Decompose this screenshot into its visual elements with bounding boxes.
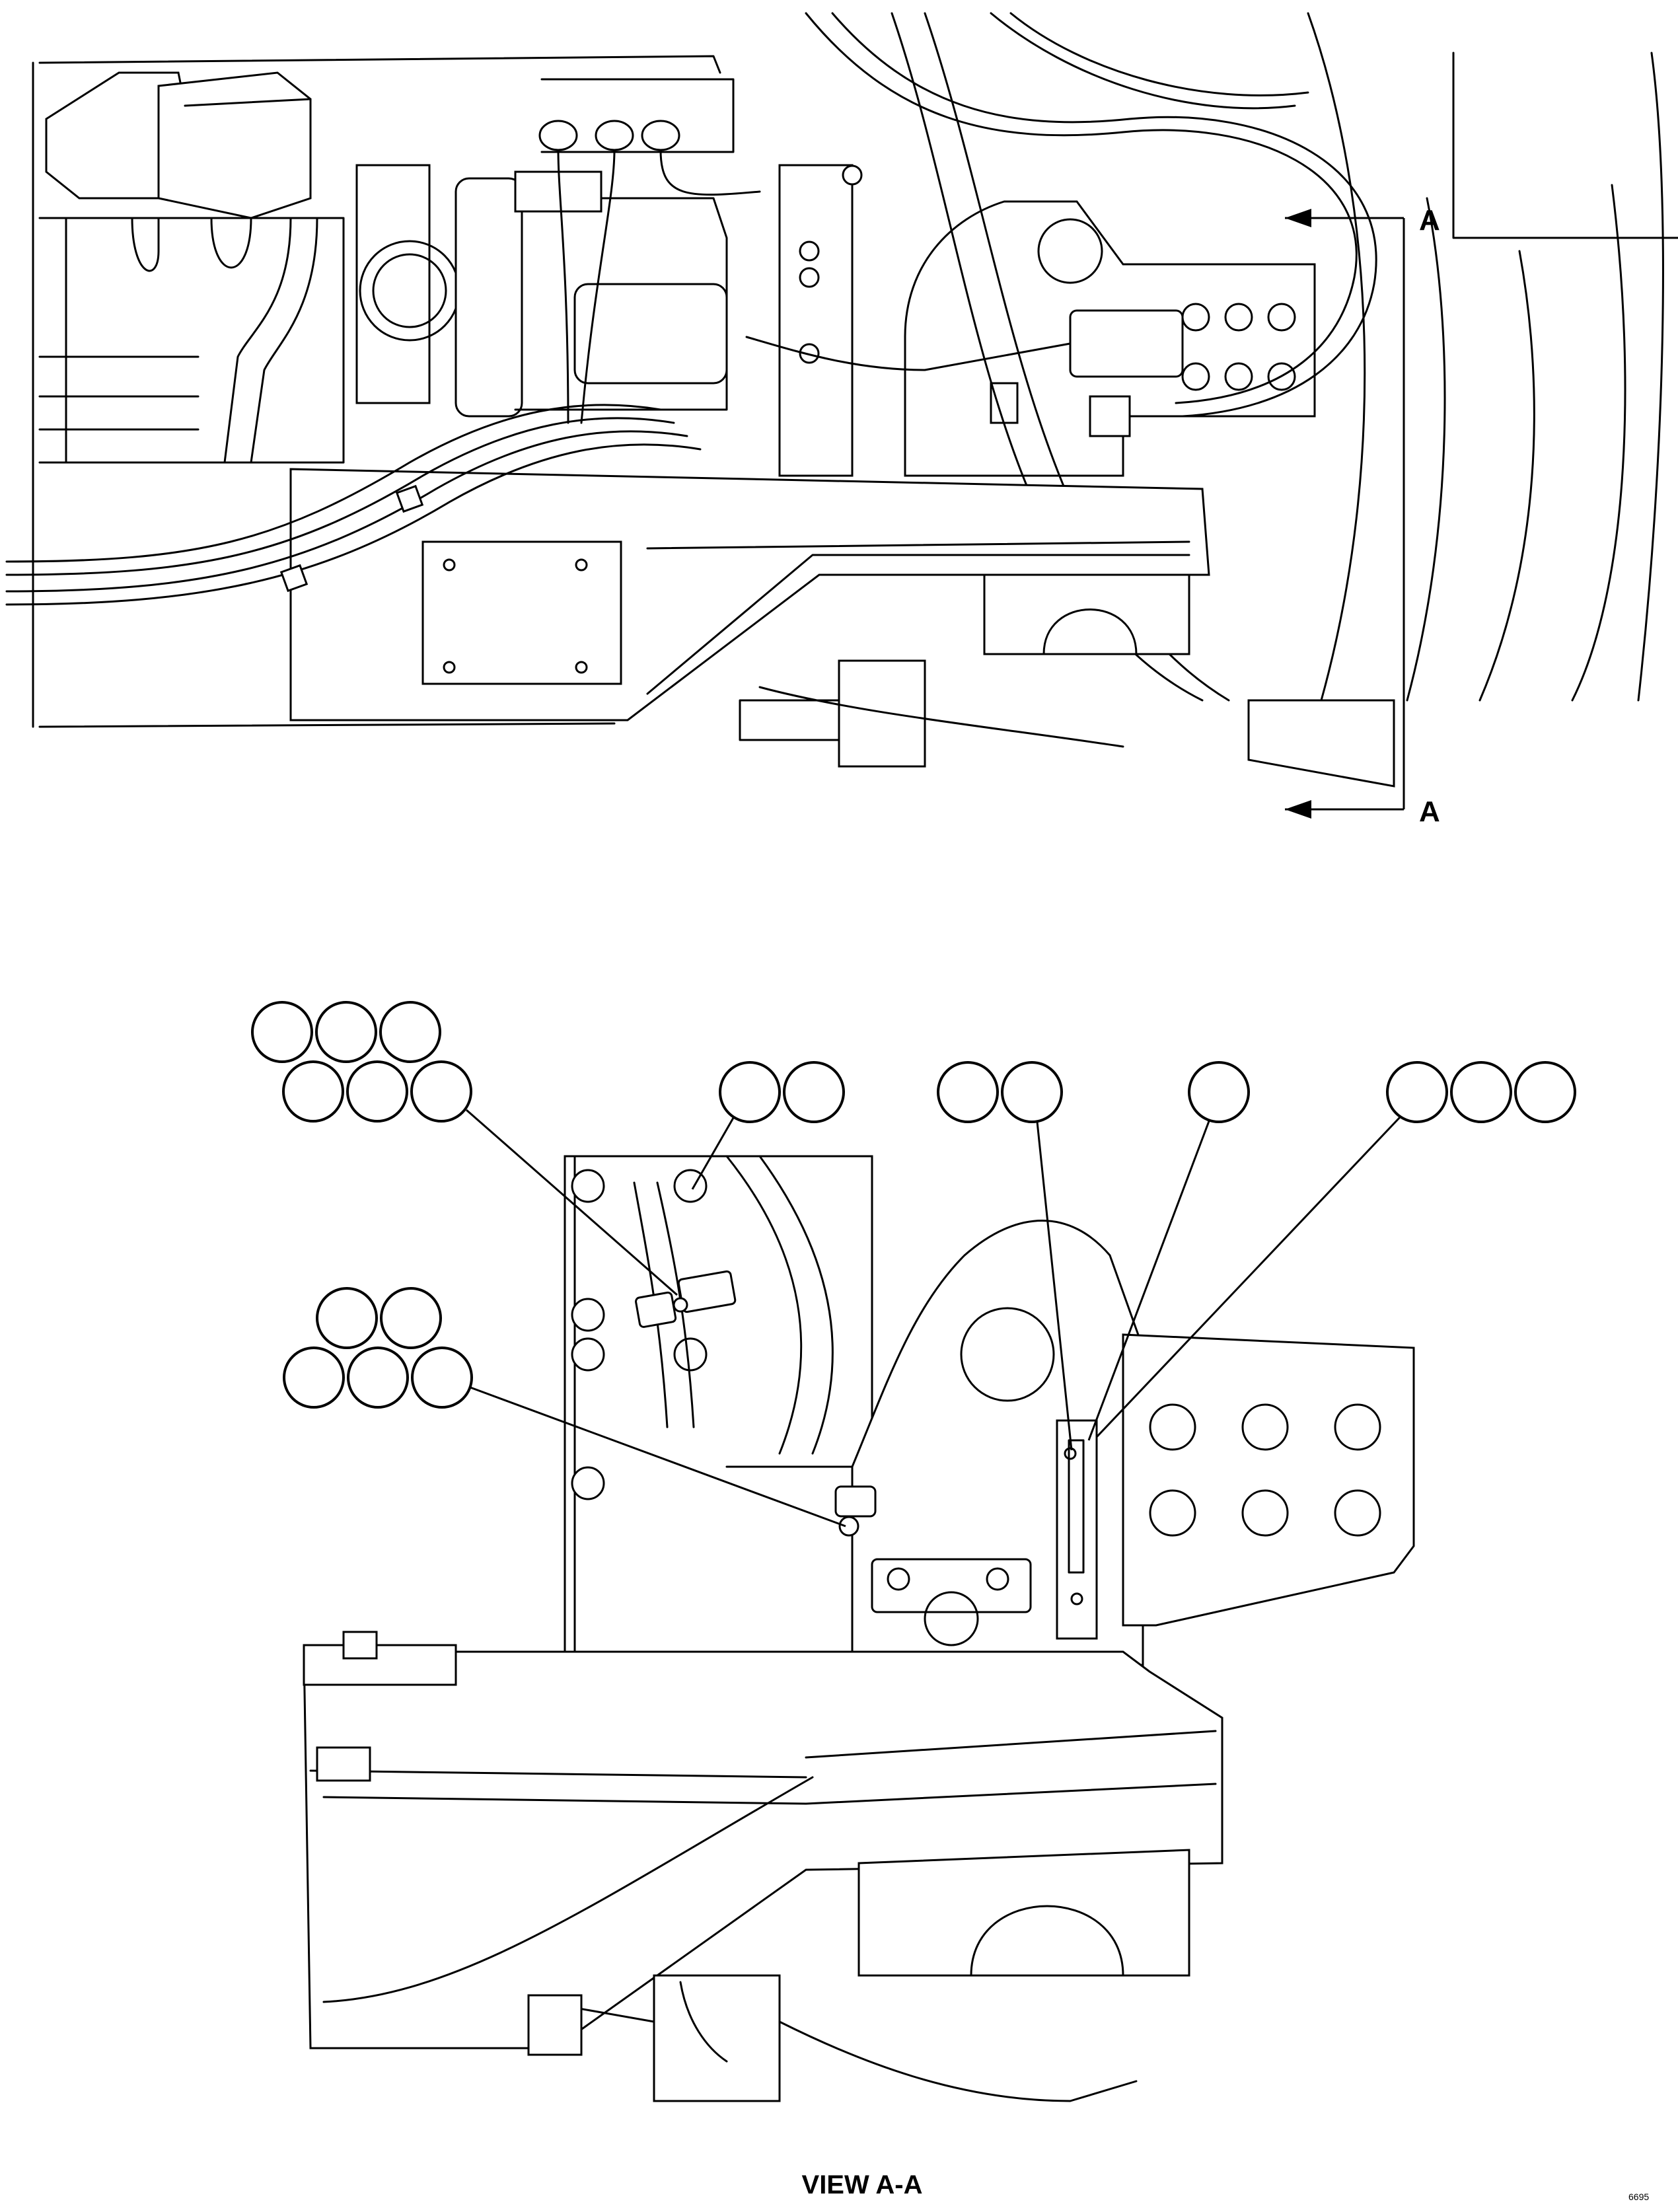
reference-code: 6695 <box>1628 2192 1649 2202</box>
engine-block <box>38 71 345 464</box>
callout-balloon <box>783 1061 845 1123</box>
mounting-plate <box>778 164 863 477</box>
callout-balloon <box>315 1001 377 1063</box>
callout-balloon <box>316 1287 378 1349</box>
hose-routing <box>805 12 1377 418</box>
hub-bracket <box>745 200 1316 477</box>
cable-bundle <box>5 404 702 606</box>
section-line: A A <box>1285 204 1440 828</box>
connector-cluster <box>538 78 761 424</box>
callout-group-2 <box>691 1061 845 1190</box>
detail-bolt-flange <box>1056 1333 1415 1640</box>
callout-balloon <box>1514 1061 1576 1123</box>
sensor-bracket <box>635 1270 737 1328</box>
callout-group-3 <box>937 1061 1073 1451</box>
callout-balloon <box>346 1060 408 1123</box>
callout-balloon <box>282 1060 344 1123</box>
callout-group-6 <box>283 1287 846 1528</box>
detail-axle-housing <box>527 1849 1190 2102</box>
section-marker-upper: A <box>1419 204 1440 237</box>
callout-group-4 <box>1087 1061 1250 1441</box>
callout-balloon <box>347 1346 409 1409</box>
callout-balloon <box>380 1287 442 1349</box>
callout-balloon <box>411 1346 473 1409</box>
callout-balloon <box>1001 1061 1063 1123</box>
callout-balloon <box>379 1001 441 1063</box>
top-view: A A <box>5 12 1678 828</box>
detail-boss <box>871 1558 1032 1646</box>
callout-balloon <box>719 1061 781 1123</box>
frame-rail <box>289 468 1210 721</box>
detail-view: VIEW A-A 6695 <box>251 1001 1649 2202</box>
callout-balloon <box>1188 1061 1250 1123</box>
hose-clamp <box>834 1485 877 1537</box>
callout-balloon <box>283 1346 345 1409</box>
callout-balloon <box>937 1061 999 1123</box>
section-marker-lower: A <box>1419 795 1440 828</box>
callout-group-1 <box>251 1001 678 1296</box>
view-label: VIEW A-A <box>802 2170 923 2199</box>
starter-motor <box>355 164 728 418</box>
callout-balloon <box>251 1001 313 1063</box>
callout-balloon <box>1386 1061 1448 1123</box>
callout-balloon <box>410 1060 472 1123</box>
callout-group-5 <box>1095 1061 1576 1438</box>
detail-mounting-plate <box>564 1155 873 1673</box>
detail-frame-rail <box>303 1631 1223 2049</box>
callout-balloon <box>1450 1061 1512 1123</box>
axle-housing <box>739 573 1395 788</box>
